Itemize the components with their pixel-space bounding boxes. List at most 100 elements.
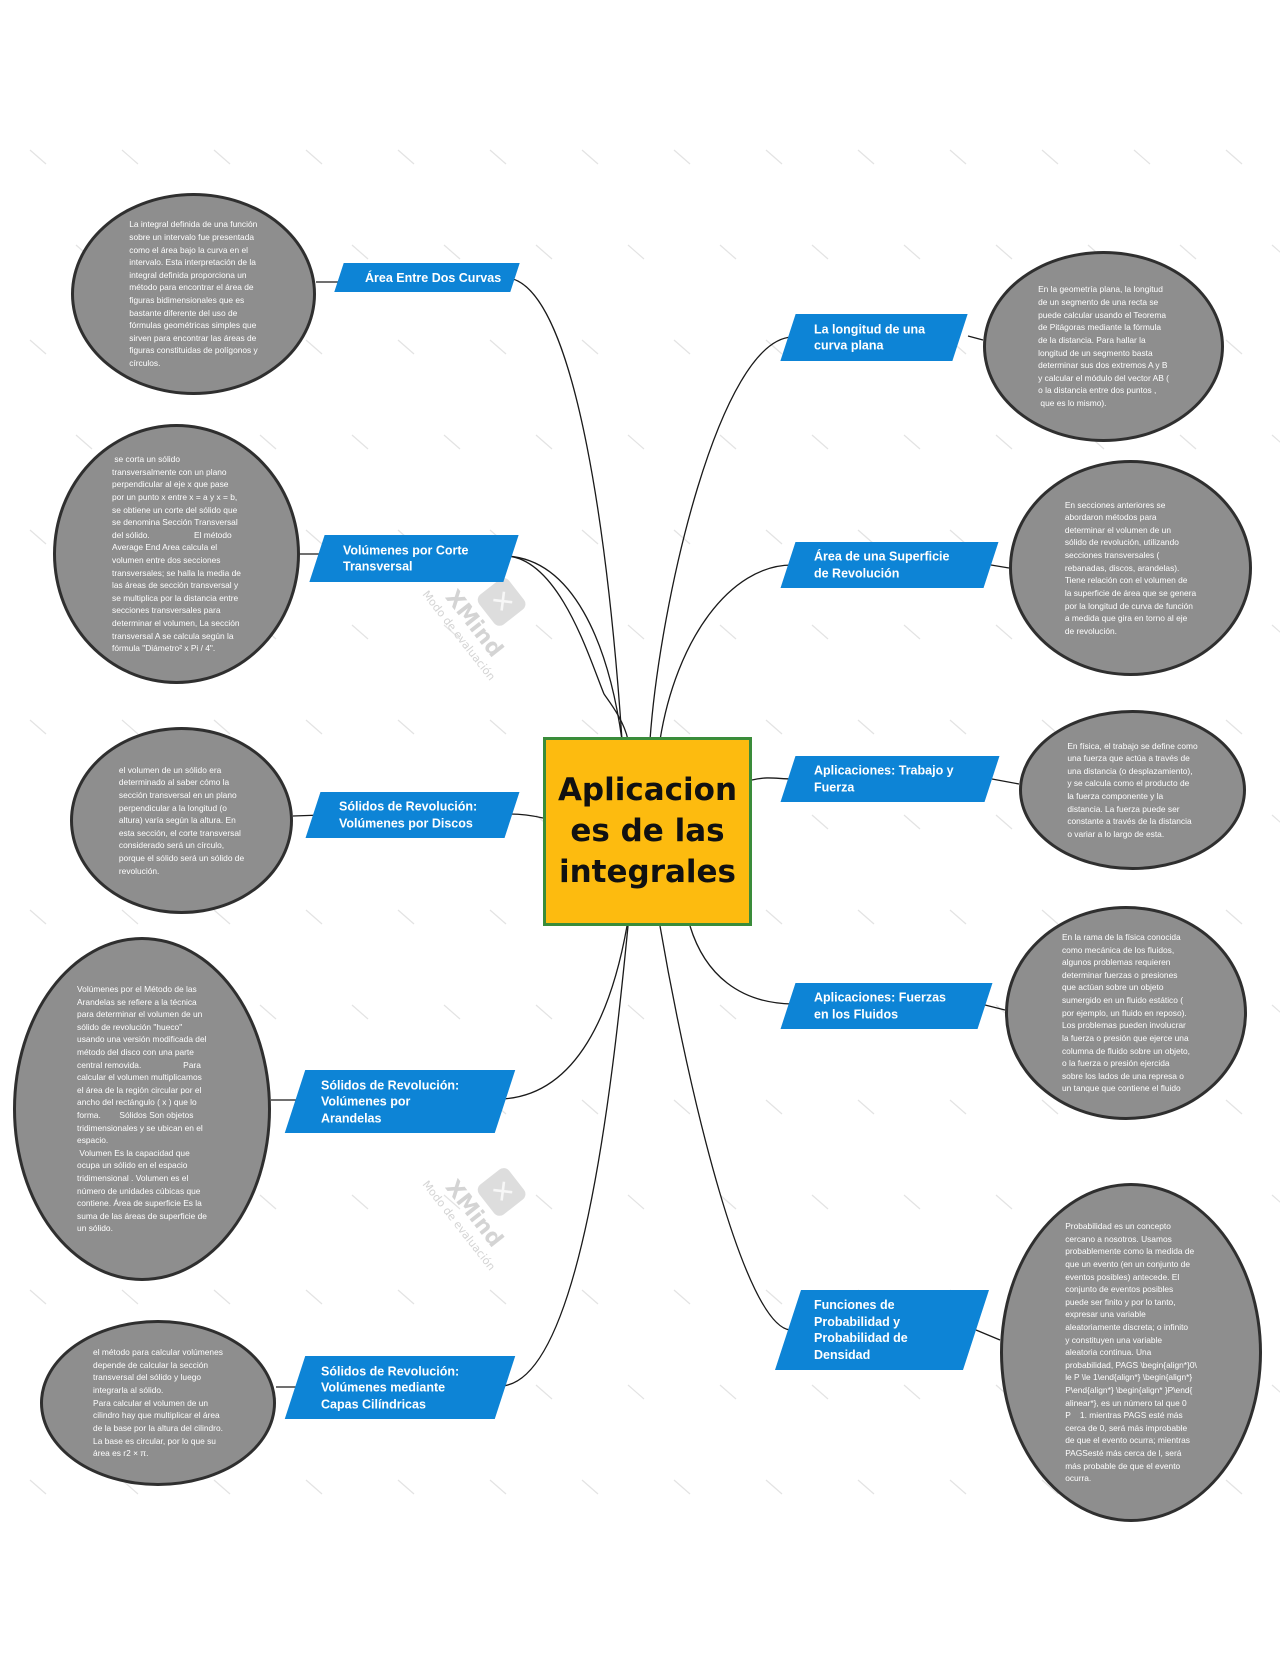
- background-mark: [903, 814, 921, 830]
- background-mark: [949, 909, 967, 925]
- background-mark: [535, 244, 553, 260]
- topic-label: Aplicaciones: Fuerzas en los Fluidos: [814, 990, 946, 1022]
- background-mark: [1179, 434, 1197, 450]
- background-mark: [811, 814, 829, 830]
- background-mark: [489, 339, 507, 355]
- note-area-entre-dos-curvas[interactable]: La integral definida de una función sobr…: [71, 193, 316, 395]
- background-mark: [351, 1194, 369, 1210]
- note-volumenes-por-discos[interactable]: el volumen de un sólido era determinado …: [70, 727, 293, 914]
- background-mark: [29, 339, 47, 355]
- background-mark: [121, 149, 139, 165]
- background-mark: [443, 434, 461, 450]
- background-mark: [213, 719, 231, 735]
- background-mark: [305, 719, 323, 735]
- background-mark: [351, 624, 369, 640]
- background-mark: [765, 529, 783, 545]
- topic-capas-cilindricas[interactable]: Sólidos de Revolución: Volúmenes mediant…: [284, 1356, 516, 1419]
- background-mark: [259, 1004, 277, 1020]
- background-mark: [673, 1479, 691, 1495]
- topic-label: Sólidos de Revolución: Volúmenes mediant…: [321, 1363, 460, 1411]
- background-mark: [121, 909, 139, 925]
- background-mark: [1271, 814, 1280, 823]
- note-text: Probabilidad es un concepto cercano a no…: [1065, 1221, 1197, 1484]
- topic-label: Área de una Superficie de Revolución: [814, 549, 950, 581]
- background-mark: [121, 719, 139, 735]
- topic-label: Aplicaciones: Trabajo y Fuerza: [814, 763, 954, 795]
- background-mark: [719, 624, 737, 640]
- note-volumenes-por-arandelas[interactable]: Volúmenes por el Método de las Arandelas…: [13, 937, 271, 1281]
- background-mark: [995, 434, 1013, 450]
- topic-volumenes-por-discos[interactable]: Sólidos de Revolución: Volúmenes por Dis…: [305, 792, 520, 838]
- background-mark: [627, 1194, 645, 1210]
- background-mark: [1271, 1384, 1280, 1393]
- background-mark: [213, 149, 231, 165]
- central-topic[interactable]: Aplicacion es de las integrales: [543, 737, 752, 926]
- topic-fuerzas-fluidos[interactable]: Aplicaciones: Fuerzas en los Fluidos: [780, 983, 993, 1029]
- background-mark: [719, 1194, 737, 1210]
- central-topic-title: Aplicacion es de las integrales: [557, 771, 738, 891]
- background-mark: [351, 1004, 369, 1020]
- note-superficie-revolucion[interactable]: En secciones anteriores se abordaron mét…: [1009, 460, 1252, 676]
- background-mark: [259, 434, 277, 450]
- background-mark: [351, 244, 369, 260]
- background-mark: [1225, 339, 1243, 355]
- background-mark: [581, 1099, 599, 1115]
- background-mark: [1271, 244, 1280, 253]
- background-mark: [535, 1004, 553, 1020]
- topic-volumenes-por-arandelas[interactable]: Sólidos de Revolución: Volúmenes por Ara…: [284, 1070, 516, 1133]
- topic-longitud-curva-plana[interactable]: La longitud de una curva plana: [780, 314, 968, 361]
- note-text: el volumen de un sólido era determinado …: [118, 764, 245, 876]
- background-mark: [673, 529, 691, 545]
- note-fuerzas-fluidos[interactable]: En la rama de la física conocida como me…: [1005, 906, 1247, 1120]
- background-mark: [1041, 149, 1059, 165]
- background-mark: [903, 434, 921, 450]
- note-text: se corta un sólido transversalmente con …: [112, 454, 241, 654]
- background-mark: [627, 1004, 645, 1020]
- note-probabilidad-densidad[interactable]: Probabilidad es un concepto cercano a no…: [1000, 1183, 1262, 1522]
- background-mark: [995, 1194, 1013, 1210]
- topic-superficie-revolucion[interactable]: Área de una Superficie de Revolución: [780, 542, 999, 588]
- background-mark: [397, 1479, 415, 1495]
- background-mark: [765, 1289, 783, 1305]
- background-mark: [765, 909, 783, 925]
- background-mark: [489, 909, 507, 925]
- note-trabajo-y-fuerza[interactable]: En física, el trabajo se define como una…: [1019, 710, 1246, 870]
- background-mark: [213, 1479, 231, 1495]
- background-mark: [305, 1289, 323, 1305]
- background-mark: [443, 624, 461, 640]
- background-mark: [443, 244, 461, 260]
- background-mark: [1271, 624, 1280, 633]
- note-volumenes-corte-transversal[interactable]: se corta un sólido transversalmente con …: [53, 424, 300, 684]
- background-mark: [581, 719, 599, 735]
- topic-probabilidad-densidad[interactable]: Funciones de Probabilidad y Probabilidad…: [775, 1290, 989, 1370]
- background-mark: [581, 339, 599, 355]
- background-mark: [535, 1384, 553, 1400]
- note-text: En la geometría plana, la longitud de un…: [1038, 284, 1169, 408]
- background-mark: [305, 909, 323, 925]
- note-longitud-curva-plana[interactable]: En la geometría plana, la longitud de un…: [983, 251, 1224, 442]
- background-mark: [673, 1289, 691, 1305]
- background-mark: [765, 719, 783, 735]
- note-text: En secciones anteriores se abordaron mét…: [1064, 499, 1197, 636]
- background-mark: [857, 149, 875, 165]
- topic-volumenes-corte-transversal[interactable]: Volúmenes por Corte Transversal: [309, 535, 519, 582]
- background-mark: [949, 529, 967, 545]
- background-mark: [995, 244, 1013, 260]
- topic-area-entre-dos-curvas[interactable]: Área Entre Dos Curvas: [334, 263, 520, 292]
- background-mark: [673, 719, 691, 735]
- background-mark: [29, 719, 47, 735]
- topic-label: Área Entre Dos Curvas: [365, 270, 502, 285]
- background-mark: [811, 434, 829, 450]
- topic-label: Sólidos de Revolución: Volúmenes por Dis…: [339, 799, 478, 831]
- background-mark: [719, 1384, 737, 1400]
- background-mark: [489, 149, 507, 165]
- topic-trabajo-y-fuerza[interactable]: Aplicaciones: Trabajo y Fuerza: [780, 756, 1000, 802]
- note-capas-cilindricas[interactable]: el método para calcular volúmenes depend…: [40, 1320, 276, 1486]
- background-mark: [1041, 909, 1059, 925]
- background-mark: [1225, 719, 1243, 735]
- topic-label: La longitud de una curva plana: [814, 322, 926, 353]
- background-mark: [857, 529, 875, 545]
- background-mark: [121, 1289, 139, 1305]
- background-mark: [719, 244, 737, 260]
- background-mark: [351, 434, 369, 450]
